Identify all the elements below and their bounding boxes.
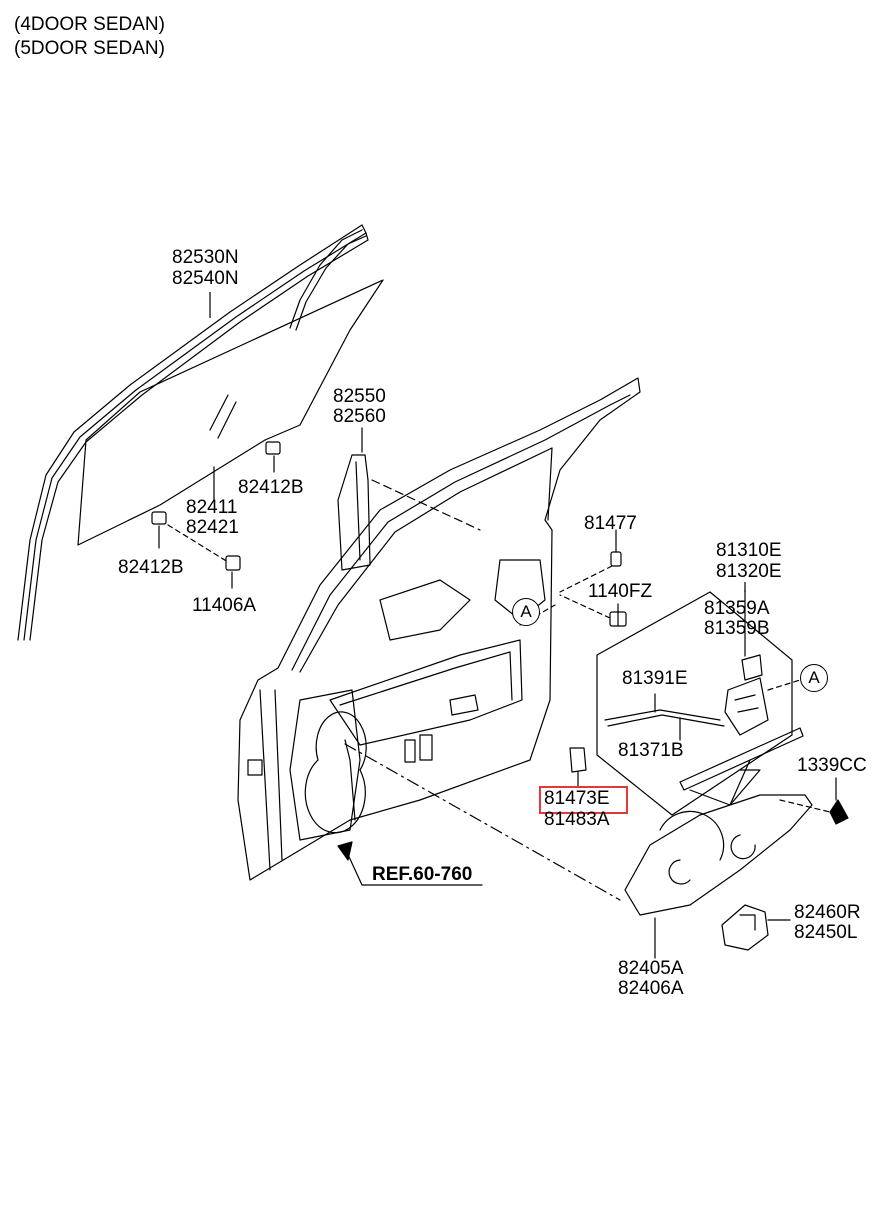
part-label-81320e: 81320E (716, 561, 782, 582)
part-label-82560: 82560 (333, 406, 386, 427)
part-label-82450l: 82450L (794, 922, 858, 943)
part-label-81391e: 81391E (622, 668, 688, 689)
variant-line-5door: (5DOOR SEDAN) (14, 38, 165, 59)
door-glass (77, 279, 384, 546)
part-label-81477: 81477 (584, 513, 637, 534)
glass-clip-upper (265, 441, 281, 455)
part-label-82421: 82421 (186, 517, 239, 538)
door-frame (237, 377, 641, 881)
part-label-82406a: 82406A (618, 978, 684, 999)
glass-run-channel (17, 224, 369, 641)
part-label-81359b: 81359B (704, 618, 770, 639)
part-label-81310e: 81310E (716, 540, 782, 561)
part-label-82550: 82550 (333, 386, 386, 407)
part-label-82412b-lower: 82412B (118, 557, 184, 578)
bolt-81477 (559, 529, 622, 593)
window-regulator (624, 727, 849, 959)
ref-arrow (344, 847, 483, 886)
latch-detail-box (596, 589, 801, 816)
part-label-81359a: 81359A (704, 598, 770, 619)
part-label-1339cc: 1339CC (797, 755, 867, 776)
bolt-11406a (167, 524, 241, 589)
bolt-1140fz (559, 594, 627, 627)
door-check-clip (569, 747, 587, 787)
part-label-82540n: 82540N (172, 268, 239, 289)
part-label-81483a: 81483A (544, 809, 610, 830)
part-label-82405a: 82405A (618, 958, 684, 979)
rear-channel (337, 427, 481, 571)
part-label-1140fz: 1140FZ (588, 581, 653, 602)
regulator-motor (721, 904, 791, 951)
part-label-81473e[interactable]: 81473E (544, 788, 610, 809)
part-highlight-box (539, 786, 628, 814)
variant-line-4door: (4DOOR SEDAN) (14, 14, 165, 35)
part-label-82411: 82411 (186, 497, 238, 518)
part-label-81371b: 81371B (618, 740, 684, 761)
callout-a-detail: A (800, 664, 828, 692)
callout-a-door: A (512, 598, 540, 626)
reference-label[interactable]: REF.60-760 (372, 864, 473, 885)
glass-clip-lower (151, 511, 167, 525)
part-label-82460r: 82460R (794, 902, 861, 923)
part-label-11406a: 11406A (192, 595, 257, 616)
part-label-82412b-upper: 82412B (238, 477, 304, 498)
part-label-82530n: 82530N (172, 247, 239, 268)
